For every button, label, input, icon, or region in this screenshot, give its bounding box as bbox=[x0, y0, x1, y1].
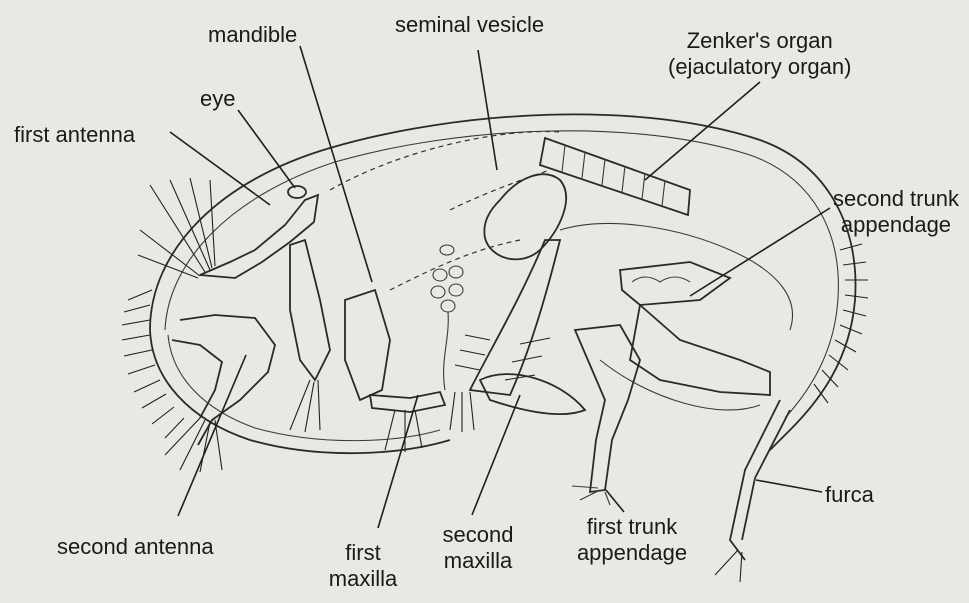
leader-seminal-vesicle bbox=[478, 50, 497, 170]
label-first-trunk-appendage-line2: appendage bbox=[562, 540, 702, 566]
label-eye: eye bbox=[200, 86, 235, 112]
posterior-setae bbox=[814, 244, 868, 403]
label-first-antenna: first antenna bbox=[14, 122, 135, 148]
furca-drawing bbox=[715, 400, 790, 582]
label-second-maxilla: second maxilla bbox=[430, 522, 526, 574]
label-seminal-vesicle: seminal vesicle bbox=[395, 12, 544, 38]
label-mandible: mandible bbox=[208, 22, 297, 48]
label-furca: furca bbox=[825, 482, 874, 508]
label-second-trunk-appendage-line1: second trunk bbox=[833, 186, 959, 212]
first-maxilla-drawing bbox=[345, 290, 445, 452]
label-first-maxilla: first maxilla bbox=[320, 540, 406, 592]
label-first-trunk-appendage: first trunk appendage bbox=[562, 514, 702, 566]
second-antenna-drawing bbox=[165, 315, 275, 472]
label-first-trunk-appendage-line1: first trunk bbox=[562, 514, 702, 540]
label-second-maxilla-line2: maxilla bbox=[430, 548, 526, 574]
testis-globules bbox=[431, 245, 463, 390]
second-trunk-appendage-drawing bbox=[620, 262, 770, 395]
leader-zenkers-organ bbox=[645, 82, 760, 180]
leader-eye bbox=[238, 110, 295, 188]
label-second-antenna: second antenna bbox=[57, 534, 214, 560]
label-second-trunk-appendage: second trunk appendage bbox=[833, 186, 959, 238]
leader-lines bbox=[170, 46, 830, 528]
label-second-trunk-appendage-line2: appendage bbox=[833, 212, 959, 238]
first-antenna-drawing bbox=[138, 178, 318, 278]
leader-first-maxilla bbox=[378, 395, 418, 528]
leader-second-trunk-appendage bbox=[690, 208, 830, 296]
label-second-maxilla-line1: second bbox=[430, 522, 526, 548]
leader-mandible bbox=[300, 46, 372, 282]
label-first-maxilla-line2: maxilla bbox=[320, 566, 406, 592]
label-first-maxilla-line1: first bbox=[320, 540, 406, 566]
second-maxilla-drawing bbox=[480, 374, 585, 414]
mandible-drawing bbox=[290, 240, 330, 432]
label-zenkers-organ: Zenker's organ (ejaculatory organ) bbox=[668, 28, 851, 80]
label-zenkers-organ-line1: Zenker's organ bbox=[668, 28, 851, 54]
leader-first-antenna bbox=[170, 132, 270, 205]
anterior-setae bbox=[122, 290, 184, 438]
central-body-drawing bbox=[450, 240, 560, 432]
zenkers-organ-drawing bbox=[540, 138, 690, 215]
seminal-vesicle-drawing bbox=[484, 174, 566, 259]
eye-drawing bbox=[288, 186, 306, 198]
first-trunk-appendage-drawing bbox=[572, 325, 640, 505]
carapace-outline bbox=[150, 114, 856, 450]
leader-furca bbox=[756, 480, 822, 492]
leader-second-maxilla bbox=[472, 395, 520, 515]
label-zenkers-organ-line2: (ejaculatory organ) bbox=[668, 54, 851, 80]
body-outline-dashed bbox=[330, 132, 560, 190]
